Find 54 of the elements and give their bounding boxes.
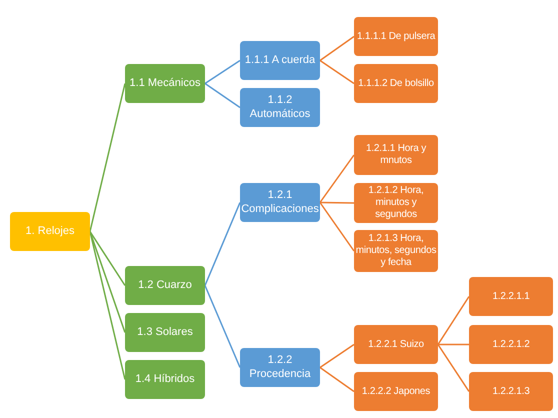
connector-line (204, 285, 241, 368)
connector-line (319, 202, 355, 252)
node-label: 1.2.1.1 Hora y mnutos (364, 143, 428, 167)
category-box (469, 277, 553, 316)
connector-line (438, 344, 469, 346)
connector-line (204, 60, 240, 84)
category-box (354, 372, 438, 411)
connector-line (320, 202, 354, 204)
node-label: 1.2.2.1.1 (492, 290, 530, 302)
connector-line (89, 83, 126, 232)
connector-line (319, 154, 355, 203)
category-box (469, 325, 553, 364)
category-box (240, 88, 320, 127)
category-box (10, 212, 90, 251)
node-label: 1.2.2 Procedencia (248, 354, 312, 381)
node-label: 1.2.2.1 Suizo (368, 338, 424, 350)
category-box (469, 372, 553, 411)
node-label: 1.2.1 Complicaciones (241, 189, 319, 216)
connector-line (437, 296, 470, 345)
category-box (125, 360, 205, 399)
connector-line (320, 366, 354, 392)
node-label: 1.1.1 A cuerda (244, 54, 316, 68)
connector-line (437, 344, 470, 392)
category-box (354, 17, 438, 56)
connector-line (320, 36, 354, 62)
node-label: 1.1.1.2 De bolsillo (358, 78, 434, 90)
node-label: 1.2.2.2 Japones (362, 386, 430, 398)
category-box (354, 183, 438, 223)
node-label: 1.1.2 Automáticos (248, 94, 312, 121)
category-box (354, 325, 438, 364)
node-label: 1.1.1.1 De pulsera (356, 30, 436, 42)
connector-line (204, 82, 240, 108)
node-label: 1.1 Mecánicos (130, 76, 200, 90)
category-box (354, 135, 438, 175)
node-label: 1.2.2.1.2 (492, 338, 530, 350)
category-box (240, 41, 320, 80)
connector-line (89, 231, 126, 286)
node-label: 1.3 Solares (137, 326, 193, 340)
node-label: 1.2 Cuarzo (138, 278, 192, 292)
category-box (125, 313, 205, 352)
category-box (125, 266, 205, 305)
connector-line (320, 60, 354, 84)
node-label: 1.2.1.2 Hora, minutos y segundos (367, 185, 425, 221)
category-box (240, 183, 320, 222)
category-box (240, 348, 320, 387)
node-label: 1.2.1.3 Hora, minutos, segundos y fecha (355, 233, 437, 269)
category-box (354, 64, 438, 103)
node-label: 1.4 Híbridos (135, 372, 195, 386)
connector-line (320, 344, 354, 368)
connector-line (204, 202, 241, 286)
node-label: 1.2.2.1.3 (492, 386, 530, 398)
node-label: 1. Relojes (26, 224, 74, 238)
category-box (125, 64, 205, 103)
connector-line (89, 231, 126, 333)
